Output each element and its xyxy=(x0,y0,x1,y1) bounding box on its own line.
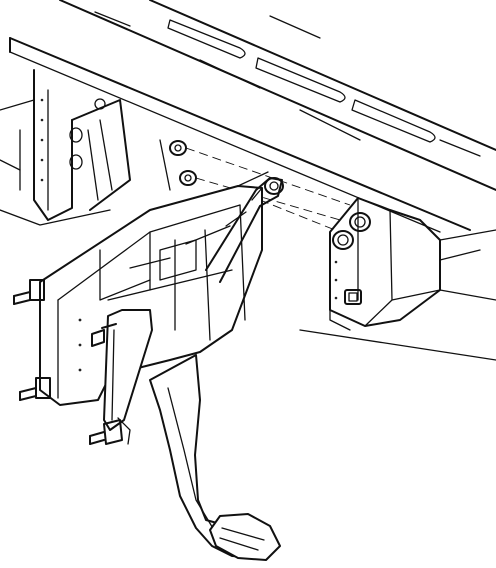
pedal-pushrod xyxy=(205,171,284,283)
pivot-detail xyxy=(185,187,263,245)
left-mount-studs xyxy=(13,279,51,401)
frame-rail xyxy=(9,0,496,233)
pedal-support-bracket xyxy=(39,185,263,406)
alignment-lines xyxy=(185,147,351,233)
pedal-pad xyxy=(209,513,281,561)
firewall-studs xyxy=(159,139,197,191)
left-frame-post xyxy=(0,69,131,226)
pedal-hanger xyxy=(89,309,153,445)
right-mount-bracket xyxy=(0,159,496,361)
